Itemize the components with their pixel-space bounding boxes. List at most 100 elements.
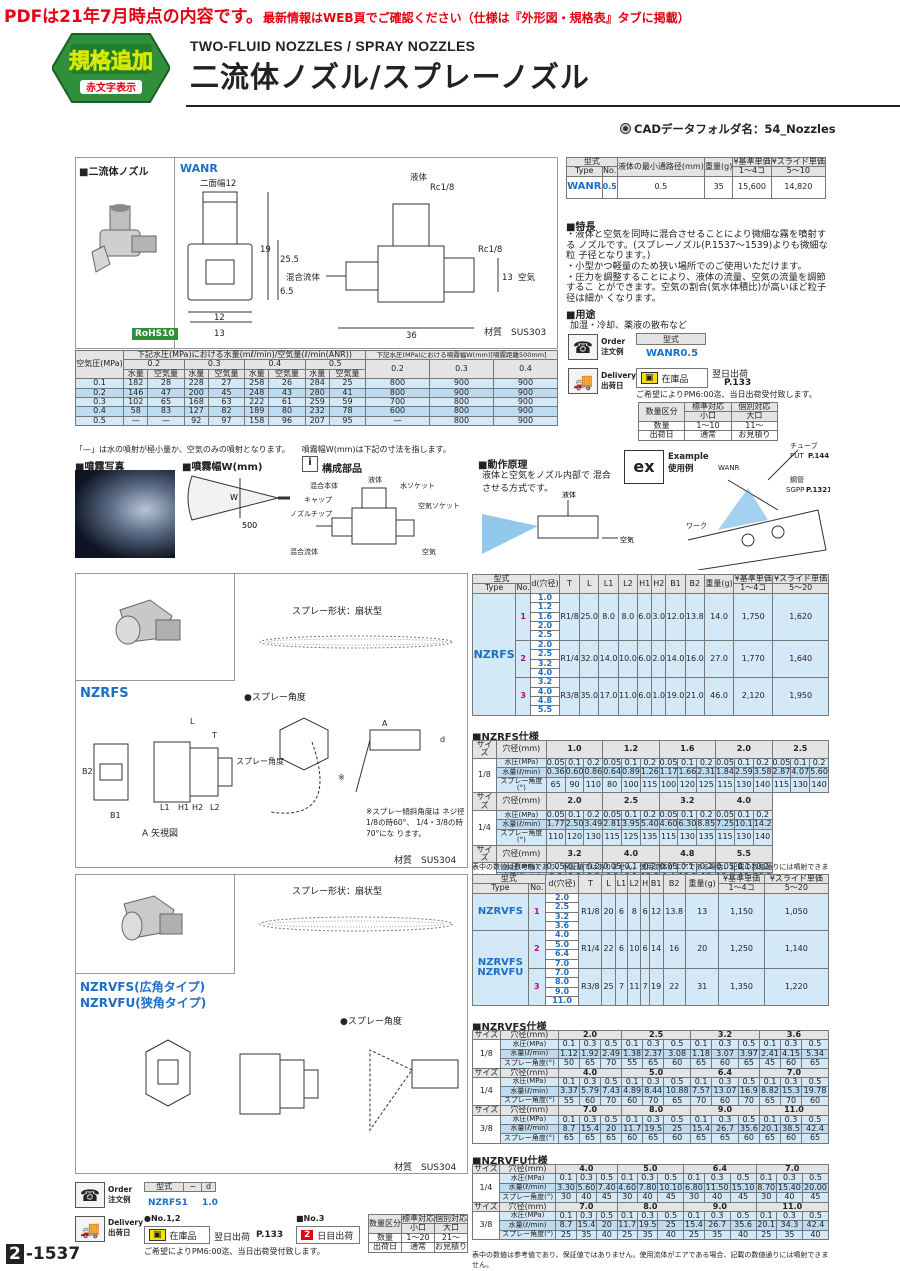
dim-rc-right: Rc1/8 — [478, 245, 502, 255]
th: H2 — [651, 574, 667, 594]
nzrfs-photo-panel — [75, 573, 235, 681]
value-cell: 110 — [545, 828, 566, 846]
value-cell: 0.1 — [683, 1173, 705, 1184]
value-cell: 1.26 — [639, 767, 660, 778]
th: Type — [472, 883, 529, 894]
th: L1 — [614, 874, 629, 894]
value-cell: 96 — [268, 415, 306, 427]
value-cell: 20.1 — [755, 1220, 777, 1231]
label-air: 空気 — [518, 272, 536, 283]
value-cell: 0.2 — [752, 862, 773, 873]
th-weight: 重量(g) — [703, 157, 734, 177]
hole-value: 3.2 — [658, 792, 717, 812]
th-type-en: Type — [566, 166, 603, 177]
pressure-header: 0.2 — [123, 359, 185, 370]
features-list: ・液体と空気を同時に混合させることにより微細な霧を噴射する ノズルです。(スプレ… — [566, 229, 828, 305]
spec-cell: R3/8 — [578, 967, 603, 1007]
hole-header: 穴径(mm) — [498, 1163, 557, 1175]
th: H — [640, 874, 650, 894]
hole-header: 穴径(mm) — [499, 1029, 559, 1041]
value-cell: 0.1 — [690, 1039, 713, 1050]
spec-added-badge: 規格追加 赤文字表示 — [52, 33, 170, 103]
water-table-note: 「—」は水の噴射が極小量か、空気のみの噴射となります。 噴霧幅W(mm)は下記の… — [75, 445, 451, 454]
spec-cell: 1,050 — [763, 892, 830, 932]
stock-badge: ▣在庫品 — [636, 368, 708, 388]
features-title: ■特長 — [566, 222, 596, 233]
feature-item: ・小型かつ軽量のため狭い場所でのご使用いただけます。 — [566, 261, 807, 273]
row-label: 水量(ℓ/min) — [495, 819, 547, 830]
spec-cell: 6 — [614, 930, 629, 969]
order-label: Order 注文例 — [601, 337, 626, 356]
page-number: 2-1537 — [6, 1244, 80, 1264]
row-label: スプレー角度(°) — [495, 828, 547, 846]
value-cell: 5.60 — [809, 767, 829, 778]
value-cell: 70 — [737, 1095, 760, 1107]
value-cell: 135 — [696, 828, 717, 846]
value-cell: 115 — [771, 776, 792, 794]
value-cell: 0.3 — [775, 1173, 803, 1184]
th-qty2: 5〜10 — [770, 166, 827, 177]
nzrfs-angle-label: ●スプレー角度 — [244, 693, 306, 703]
w-label: W — [230, 493, 238, 502]
pdf-date-notice: PDFは21年7月時点の内容です。最新情報はWEB頁でご確認ください（仕様は『外… — [4, 2, 896, 26]
spec-cell: R3/8 — [559, 677, 581, 716]
value-cell: 7.25 — [715, 819, 735, 830]
value-cell: 207 — [304, 415, 330, 427]
part-body: 混合本体 — [310, 481, 338, 490]
value-cell: 0.1 — [677, 862, 698, 873]
value-cell: 0.05 — [545, 862, 566, 873]
value-cell: 90 — [564, 776, 585, 794]
value-cell: 60 — [663, 1133, 692, 1144]
value-cell: 4.07 — [790, 767, 811, 778]
qty-r2b: お見積り — [730, 430, 779, 441]
value-cell: 130 — [790, 776, 811, 794]
spec-cell: 14.0 — [598, 639, 619, 679]
dim-6-5: 6.5 — [280, 287, 294, 297]
nzrfs-dim-H2: H2 — [192, 803, 203, 812]
th: L2 — [627, 874, 642, 894]
dim-25-5: 25.5 — [280, 255, 299, 265]
value-cell: 0.5 — [663, 1114, 692, 1125]
row-label: スプレー角度(°) — [498, 1192, 557, 1203]
type-cell: NZRVFS — [472, 892, 529, 932]
value-cell: 25 — [657, 1220, 685, 1231]
qty-r2: 出荷日 — [637, 430, 686, 441]
bo-qty-r2: 出荷日 — [368, 1242, 402, 1253]
parts-title: 構成部品 — [322, 464, 362, 475]
value-cell: 11.7 — [616, 1220, 638, 1231]
value-cell: 25 — [555, 1229, 577, 1241]
nzrfs-name: NZRFS — [80, 686, 129, 701]
th: B2 — [662, 874, 686, 894]
value-cell: 70 — [600, 1095, 623, 1107]
value-cell: 0.3 — [780, 1114, 803, 1125]
nzrfs-spray-pattern — [259, 635, 453, 649]
spec-cell: 12.0 — [665, 592, 686, 641]
hole-cell: 7.0 — [544, 958, 580, 969]
spec-cell: 6 — [640, 892, 650, 932]
row-label: 水量(ℓ/min) — [499, 1048, 559, 1060]
width-pressure-header: 0.4 — [492, 359, 559, 380]
dim-36: 36 — [406, 331, 417, 341]
value-cell: 0.5 — [600, 1039, 623, 1050]
order-type-label: 型式 — [636, 333, 706, 345]
value-cell: 110 — [583, 776, 604, 794]
value-cell: 0.5 — [663, 1039, 692, 1050]
wanr-photo-panel — [75, 157, 175, 349]
value-cell: 26 — [268, 378, 306, 389]
value-cell: 0.89 — [621, 767, 641, 778]
value-cell: 2.81 — [602, 819, 623, 830]
spec-cell: 19.0 — [665, 677, 686, 716]
hole-cell: 8.0 — [544, 977, 580, 988]
nzrfs-dim-H1: H1 — [178, 803, 189, 812]
nzrfs-dim-angle: スプレー角度 — [236, 756, 284, 766]
row-label: 水圧(MPa) — [499, 1039, 559, 1050]
